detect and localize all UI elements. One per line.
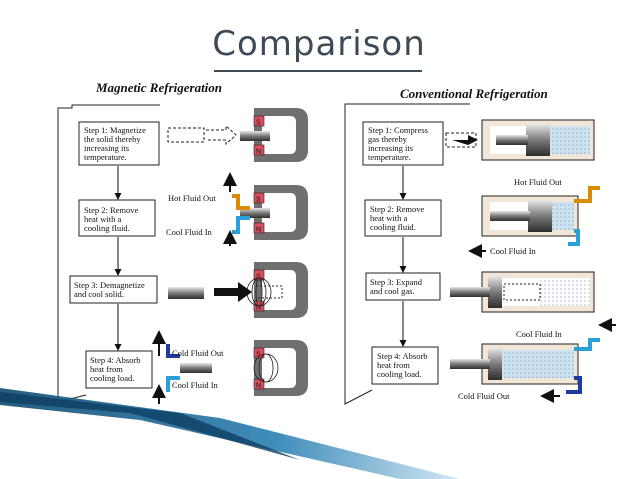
cold-fluid-out-label: Cold Fluid Out: [458, 391, 510, 401]
svg-text:Step 2: Remove heat wi: Step 2: Remove heat with a cooling fluid…: [84, 205, 140, 233]
cylinder-2: [481, 186, 600, 246]
hot-pipe: [574, 186, 600, 203]
svg-text:Step 3: Expand and coo: Step 3: Expand and cool gas.: [370, 277, 424, 296]
magnetic-heading: Magnetic Refrigeration: [95, 80, 222, 95]
magnetic-step-3: Step 3: Demagnetize and cool solid.: [69, 275, 158, 304]
slide-title: Comparison: [212, 24, 426, 64]
magnet-4: S N: [166, 340, 308, 396]
svg-text:N: N: [256, 305, 261, 312]
conventional-panel: Conventional Refrigeration Step 1: Compr…: [344, 86, 616, 405]
dashed-arrow: [206, 124, 237, 146]
decorative-band-dark: [0, 392, 300, 460]
cool-fluid-in-label: Cool Fluid In: [490, 246, 537, 256]
cool-fluid-in-label-2: Cool Fluid In: [516, 329, 563, 339]
cylinder-1: [445, 119, 595, 161]
magnetic-step-4: Step 4: Absorb heat from cooling load.: [85, 350, 153, 389]
cylinder-3: [450, 271, 595, 313]
conventional-step-3: Step 3: Expand and cool gas.: [365, 272, 441, 301]
cool-fluid-in-label-2: Cool Fluid In: [172, 380, 219, 390]
step-line: temperature.: [84, 152, 127, 162]
svg-text:S: S: [256, 197, 261, 204]
svg-text:Step 3: Demagnetize an: Step 3: Demagnetize and cool solid.: [74, 280, 147, 299]
magnetic-step-1: Step 1: Magnetize the solid thereby incr…: [78, 121, 160, 166]
cool-pipe: [568, 229, 580, 246]
cool-pipe-2: [574, 338, 600, 351]
conventional-cycle-line: [344, 103, 470, 405]
svg-text:N: N: [256, 227, 261, 234]
conventional-heading: Conventional Refrigeration: [400, 86, 548, 101]
magnet-3: S N: [246, 262, 308, 318]
demagnetize-arrow: [214, 282, 252, 302]
cool-fluid-in-label: Cool Fluid In: [166, 227, 213, 237]
cold-fluid-out-label: Cold Fluid Out: [172, 348, 224, 358]
pole-s-label: S: [256, 120, 261, 127]
svg-text:Step 4: Absorb heat fr: Step 4: Absorb heat from cooling load.: [90, 355, 143, 383]
svg-text:Step 1: Compress gas t: Step 1: Compress gas thereby increasing …: [368, 125, 430, 162]
magnet-1: S N: [240, 108, 308, 162]
cylinder-4: [450, 338, 600, 394]
magnetic-step-2: Step 2: Remove heat with a cooling fluid…: [78, 199, 156, 237]
dashed-block: [167, 127, 205, 143]
conventional-step-1: Step 1: Compress gas thereby increasing …: [362, 121, 444, 166]
solid-block: [168, 287, 204, 299]
step-line: Step 1: Magnetize: [84, 125, 146, 135]
pole-n-label: N: [256, 149, 261, 156]
conventional-step-4: Step 4: Absorb heat from cooling load.: [371, 346, 439, 385]
magnet-2: S N: [232, 185, 308, 240]
cold-pipe: [566, 376, 582, 394]
magnetic-panel: Magnetic Refrigeration Step 1: Magnetize…: [57, 80, 308, 404]
svg-text:N: N: [256, 383, 261, 390]
hot-fluid-out-label: Hot Fluid Out: [514, 177, 562, 187]
svg-text:S: S: [256, 274, 261, 281]
cool-pipe: [232, 216, 250, 234]
svg-text:Step 1: Magnetize the: Step 1: Magnetize the solid thereby incr…: [84, 125, 148, 162]
conventional-step-2: Step 2: Remove heat with a cooling fluid…: [364, 199, 442, 237]
svg-text:Step 4: Absorb heat fr: Step 4: Absorb heat from cooling load.: [377, 351, 430, 379]
hot-pipe: [232, 194, 250, 210]
cold-pipe: [166, 344, 180, 358]
step-line: the solid thereby: [84, 134, 141, 144]
step-line: increasing its: [84, 143, 129, 153]
svg-text:Step 2: Remove heat wi: Step 2: Remove heat with a cooling fluid…: [370, 204, 426, 232]
cool-pipe-2: [166, 376, 180, 392]
hot-fluid-out-label: Hot Fluid Out: [168, 193, 216, 203]
title-underline: [214, 70, 422, 72]
svg-text:S: S: [256, 352, 261, 359]
